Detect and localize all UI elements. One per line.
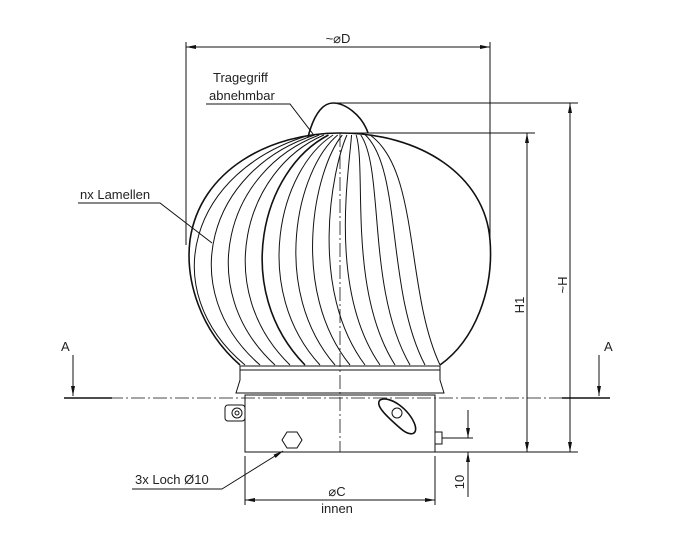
- lamella: [210, 134, 315, 366]
- lamella: [295, 134, 339, 366]
- dimension-c-note: innen: [321, 501, 353, 516]
- lamella: [312, 134, 351, 366]
- lamella: [355, 134, 396, 366]
- lamella: [228, 134, 320, 366]
- handle-label-1: Tragegriff: [213, 70, 268, 85]
- dimension-heights: H1 ~H: [333, 102, 578, 453]
- base-collar: [224, 394, 443, 453]
- lamella: [369, 134, 441, 366]
- dimension-h-label: ~H: [555, 277, 570, 294]
- lamella: [360, 134, 411, 366]
- section-marker-left: A: [61, 339, 112, 399]
- lamella: [193, 134, 311, 366]
- turbine-dome: [188, 132, 492, 366]
- section-label-left: A: [61, 339, 70, 354]
- lamellae-label: nx Lamellen: [80, 187, 150, 202]
- lamella: [261, 134, 329, 366]
- dimension-c: ⌀C innen: [244, 456, 436, 516]
- carry-handle: [307, 102, 369, 138]
- dimension-h1-label: H1: [512, 297, 527, 314]
- handle-label-2: abnehmbar: [209, 88, 275, 103]
- section-label-right: A: [604, 339, 613, 354]
- dimension-offset-label: 10: [452, 475, 467, 489]
- dimension-c-label: ⌀C: [328, 484, 345, 499]
- dimension-offset: 10: [442, 410, 473, 497]
- lamellae: [193, 134, 441, 366]
- holes-label: 3x Loch Ø10: [135, 472, 209, 487]
- lamella: [365, 134, 426, 366]
- callout-lamellae: nx Lamellen: [78, 187, 213, 244]
- lamella: [344, 134, 381, 366]
- callout-holes: 3x Loch Ø10: [132, 450, 284, 490]
- lamella: [278, 134, 334, 366]
- callout-handle: Tragegriff abnehmbar: [206, 70, 314, 135]
- dimension-d-label: ~⌀D: [326, 31, 351, 46]
- section-marker-right: A: [562, 339, 613, 399]
- lamella: [328, 134, 366, 366]
- dimension-d: ~⌀D: [185, 31, 491, 245]
- lamella: [244, 134, 325, 366]
